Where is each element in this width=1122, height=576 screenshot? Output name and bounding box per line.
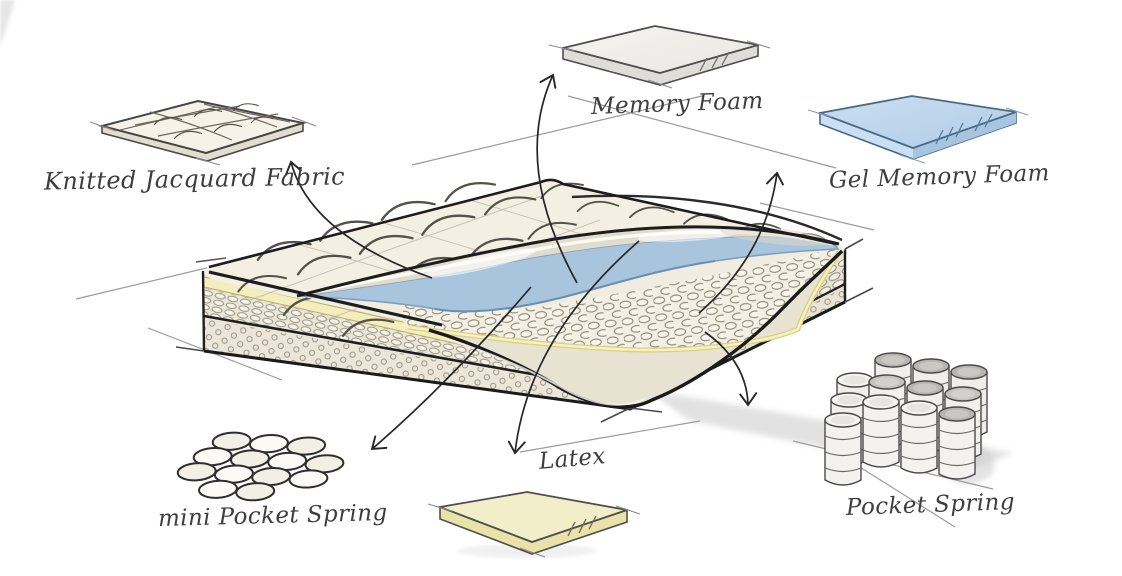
label-knitted-jacquard-fabric: Knitted Jacquard Fabric [43,162,346,196]
fabric-drape [432,252,841,407]
arrow-to-pocket-spring [704,331,758,407]
memory-foam-icon [548,25,771,89]
arrow-to-memory-foam [536,73,578,284]
latex-icon [427,491,641,558]
pocket-spring-icon [824,352,988,486]
gel-memory-foam-icon [807,95,1029,164]
mattress-cutaway-icon [175,178,874,423]
arrow-to-mini-pocket-spring [370,286,532,451]
drape-edge [428,249,844,409]
mattress-outline [195,178,837,327]
peel-crease [571,194,843,242]
arrow-to-gel-memory-foam [698,171,784,314]
peeled-corner [296,194,845,409]
peel-fold-edge [296,225,840,298]
arrow-to-knitted-jacquard [284,160,433,279]
arrows [284,73,784,455]
knitted-jacquard-fabric-icon [89,99,317,166]
arrow-to-latex [507,240,640,455]
mini-pocket-spring-icon [176,431,345,502]
